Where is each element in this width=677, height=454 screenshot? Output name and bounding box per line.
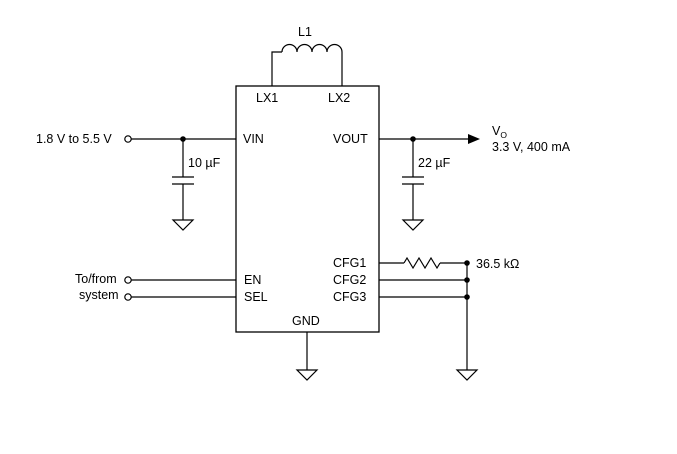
pin-lx2: LX2 — [328, 91, 350, 105]
ic-ground-icon — [295, 369, 319, 381]
input-cap-label: 10 µF — [188, 156, 221, 170]
cfg-ground-icon — [455, 369, 479, 381]
en-terminal — [124, 276, 132, 284]
resistor-icon — [403, 256, 441, 270]
pin-sel: SEL — [244, 290, 268, 304]
output-voltage-label: VO — [492, 124, 507, 140]
cfg1-junction — [464, 260, 470, 266]
pin-vout: VOUT — [333, 132, 368, 146]
pin-en: EN — [244, 273, 261, 287]
sel-terminal — [124, 293, 132, 301]
inductor-l1 — [271, 43, 343, 86]
input-terminal — [124, 135, 132, 143]
system-label: system — [79, 288, 119, 302]
pin-cfg3: CFG3 — [333, 290, 366, 304]
input-voltage-label: 1.8 V to 5.5 V — [36, 132, 112, 146]
input-cap-wire — [172, 139, 194, 220]
cfg2-junction — [464, 277, 470, 283]
output-arrow-icon — [468, 134, 480, 144]
cfg3-junction — [464, 294, 470, 300]
pin-cfg1: CFG1 — [333, 256, 366, 270]
output-spec-label: 3.3 V, 400 mA — [492, 140, 571, 154]
cfg1-wire — [379, 262, 468, 370]
output-ground-icon — [401, 219, 425, 231]
pin-gnd: GND — [292, 314, 320, 328]
output-cap-label: 22 µF — [418, 156, 451, 170]
pin-vin: VIN — [243, 132, 264, 146]
resistor-label: 36.5 kΩ — [476, 257, 519, 271]
input-ground-icon — [171, 219, 195, 231]
ic-body — [235, 85, 380, 333]
pin-cfg2: CFG2 — [333, 273, 366, 287]
inductor-label: L1 — [298, 25, 312, 39]
output-cap-wire — [402, 139, 424, 220]
pin-lx1: LX1 — [256, 91, 278, 105]
to-from-label: To/from — [75, 272, 117, 286]
